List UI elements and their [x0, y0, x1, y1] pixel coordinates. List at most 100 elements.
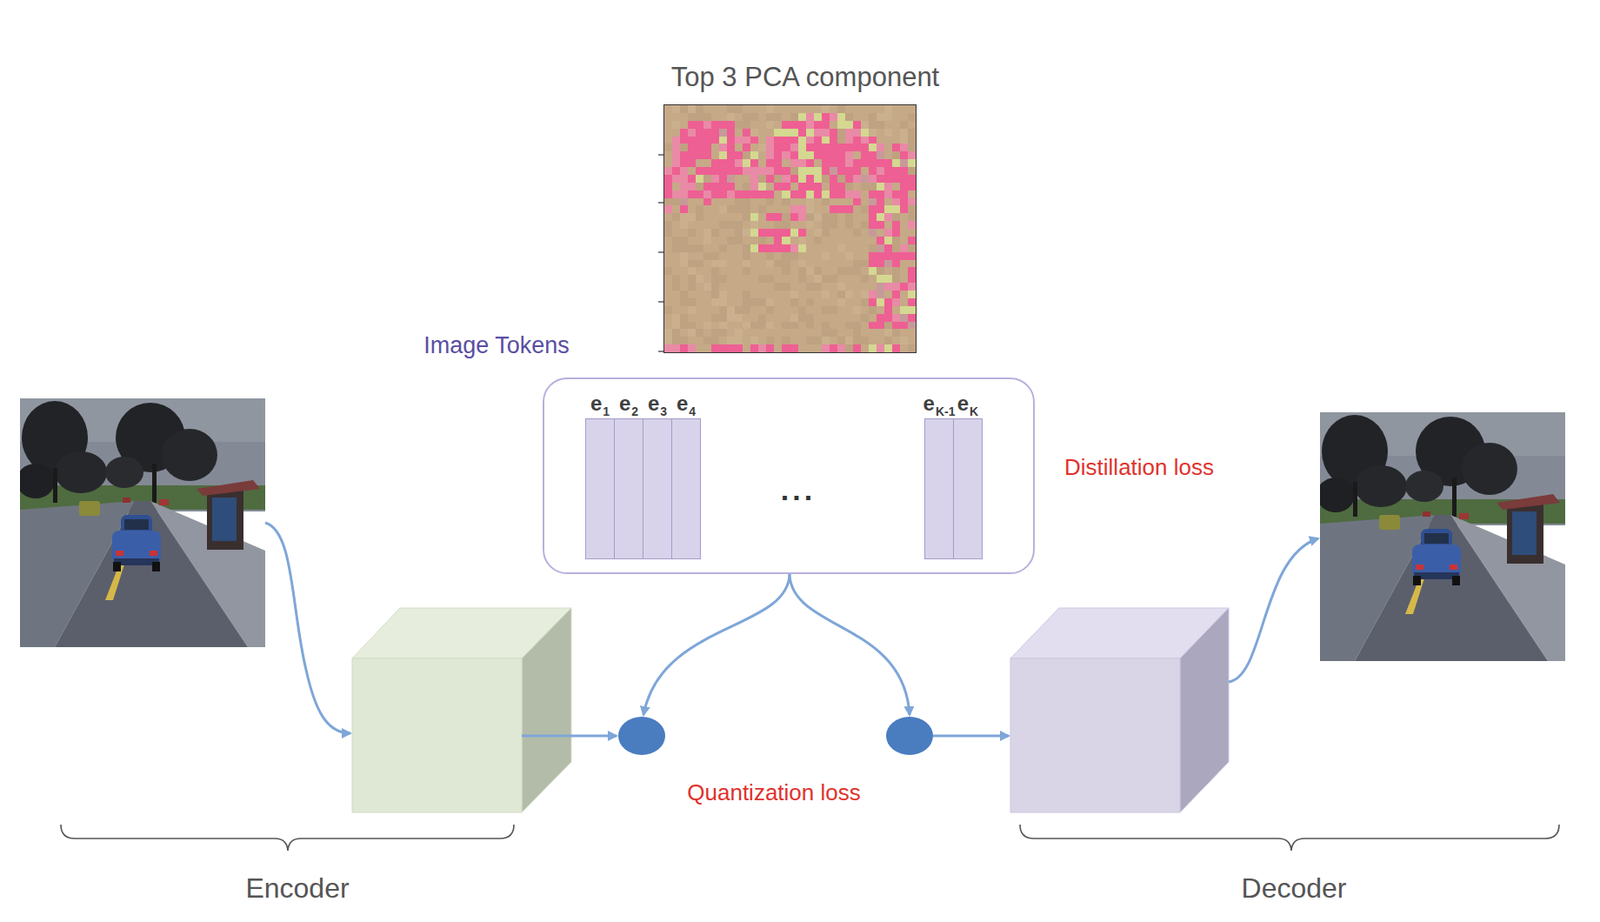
- heatmap-cell: [664, 198, 673, 207]
- heatmap-cell: [766, 190, 774, 199]
- token-column: e2: [613, 418, 644, 560]
- heatmap-cell: [845, 266, 854, 275]
- heatmap-cell: [758, 174, 767, 183]
- heatmap-cell: [711, 328, 720, 337]
- heatmap-cell: [664, 290, 673, 299]
- heatmap-cell: [773, 274, 782, 283]
- heatmap-cell: [876, 136, 885, 145]
- heatmap-cell: [790, 136, 799, 145]
- heatmap-cell: [719, 252, 727, 260]
- heatmap-cell: [703, 328, 712, 337]
- heatmap-cell: [853, 182, 861, 191]
- heatmap-cell: [798, 220, 807, 229]
- heatmap-cell: [876, 344, 885, 353]
- heatmap-cell: [868, 113, 877, 121]
- output-image: [1316, 412, 1566, 661]
- heatmap-cell: [876, 220, 885, 229]
- heatmap-cell: [742, 128, 751, 137]
- heatmap-cell: [773, 344, 782, 353]
- heatmap-cell: [860, 282, 869, 291]
- heatmap-cell: [853, 113, 861, 121]
- heatmap-cell: [719, 174, 727, 183]
- heatmap-cell: [790, 266, 799, 275]
- heatmap-cell: [695, 236, 704, 245]
- heatmap-cell: [813, 128, 822, 137]
- heatmap-cell: [853, 266, 861, 275]
- heatmap-cell: [837, 128, 846, 137]
- heatmap-cell: [781, 313, 790, 322]
- heatmap-cell: [790, 105, 799, 114]
- heatmap-cell: [821, 136, 830, 145]
- heatmap-cell: [766, 244, 774, 253]
- heatmap-cell: [900, 266, 908, 275]
- heatmap-cell: [719, 228, 727, 237]
- heatmap-cell: [837, 190, 846, 199]
- heatmap-cell: [711, 151, 720, 160]
- heatmap-cell: [742, 306, 751, 314]
- heatmap-cell: [813, 228, 822, 237]
- heatmap-cell: [876, 321, 885, 330]
- heatmap-cell: [742, 266, 751, 275]
- heatmap-cell: [695, 136, 704, 145]
- heatmap-cell: [687, 151, 696, 160]
- heatmap-cell: [719, 274, 727, 283]
- heatmap-cell: [892, 128, 900, 137]
- heatmap-cell: [868, 182, 877, 191]
- heatmap-cell: [837, 159, 846, 167]
- heatmap-cell: [672, 244, 680, 253]
- heatmap-cell: [837, 274, 846, 283]
- heatmap-cell: [766, 120, 774, 129]
- heatmap-cell: [734, 143, 743, 152]
- heatmap-cell: [845, 282, 854, 291]
- heatmap-cell: [781, 213, 790, 221]
- heatmap-cell: [860, 260, 869, 268]
- heatmap-cell: [750, 143, 759, 152]
- heatmap-cell: [798, 321, 807, 330]
- heatmap-cell: [813, 344, 822, 353]
- heatmap-cell: [750, 321, 759, 330]
- heatmap-cell: [773, 244, 782, 253]
- heatmap-cell: [664, 205, 673, 214]
- heatmap-cell: [868, 344, 877, 353]
- heatmap-cell: [860, 220, 869, 229]
- heatmap-cell: [813, 290, 822, 299]
- encoder-cube: [352, 607, 572, 813]
- token-label: e1: [590, 391, 610, 416]
- token-label: eK-1: [923, 391, 956, 416]
- heatmap-cell: [837, 321, 846, 330]
- heatmap-cell: [868, 298, 877, 307]
- token-column: e4: [671, 418, 701, 560]
- heatmap-cell: [680, 252, 688, 260]
- heatmap-cell: [719, 159, 727, 167]
- heatmap-cell: [680, 128, 688, 137]
- heatmap-cell: [726, 120, 735, 129]
- heatmap-cell: [719, 244, 727, 253]
- heatmap-cell: [845, 252, 854, 260]
- heatmap-cell: [892, 321, 900, 330]
- token-label: e4: [676, 391, 696, 416]
- heatmap-cell: [868, 336, 877, 345]
- heatmap-cell: [773, 228, 782, 237]
- heatmap-cell: [829, 306, 838, 314]
- heatmap-cell: [860, 136, 869, 145]
- heatmap-cell: [726, 213, 735, 221]
- heatmap-cell: [829, 128, 838, 137]
- heatmap-cell: [711, 282, 720, 291]
- heatmap-cell: [829, 244, 838, 253]
- heatmap-cell: [773, 151, 782, 160]
- heatmap-cell: [868, 282, 877, 291]
- heatmap-cell: [900, 151, 908, 160]
- heatmap-cell: [680, 336, 688, 345]
- heatmap-cell: [790, 260, 799, 268]
- heatmap-cell: [719, 151, 727, 160]
- heatmap-cell: [687, 120, 696, 129]
- heatmap-cell: [860, 205, 869, 214]
- heatmap-cell: [813, 198, 822, 207]
- heatmap-cell: [821, 236, 830, 245]
- heatmap-cell: [829, 120, 838, 129]
- heatmap-cell: [680, 290, 688, 299]
- heatmap-cell: [734, 313, 743, 322]
- heatmap-cell: [758, 205, 767, 214]
- heatmap-cell: [672, 213, 680, 221]
- heatmap-cell: [868, 328, 877, 337]
